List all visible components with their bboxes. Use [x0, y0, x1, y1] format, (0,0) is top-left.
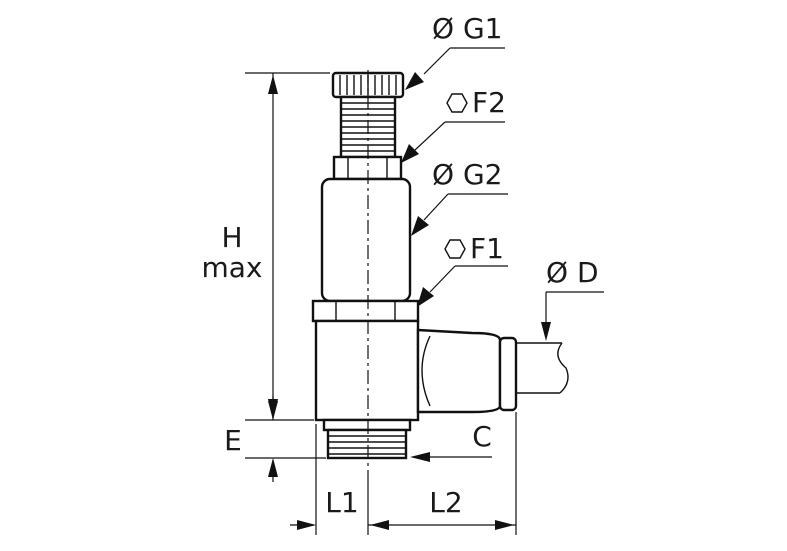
hexagon-icon — [446, 93, 468, 113]
leader-d — [541, 291, 604, 341]
label-c: C — [472, 420, 492, 453]
leader-f2 — [401, 121, 505, 163]
leader-c — [410, 452, 492, 462]
label-f2: F2 — [472, 86, 506, 119]
hex-body — [311, 299, 420, 323]
dimension-l — [290, 412, 517, 535]
leader-f1 — [417, 265, 508, 307]
label-max: max — [201, 251, 262, 284]
leader-g2 — [411, 193, 508, 236]
knurled-cap — [331, 71, 405, 99]
label-l1: L1 — [325, 486, 358, 519]
tube — [516, 342, 569, 394]
label-h: H — [221, 221, 242, 254]
label-d: Ø D — [546, 256, 599, 289]
lock-nut — [332, 155, 403, 181]
elbow-connector — [416, 328, 518, 414]
label-e: E — [224, 424, 242, 457]
dimension-e — [245, 396, 326, 482]
label-g2: Ø G2 — [432, 158, 502, 191]
upper-body — [320, 177, 412, 303]
label-g1: Ø G1 — [432, 12, 502, 45]
label-l2: L2 — [429, 486, 462, 519]
label-f1: F1 — [470, 232, 504, 265]
lower-body — [314, 319, 420, 422]
hexagon-icon — [444, 239, 466, 259]
male-thread — [322, 418, 412, 460]
leader-g1 — [405, 47, 505, 90]
